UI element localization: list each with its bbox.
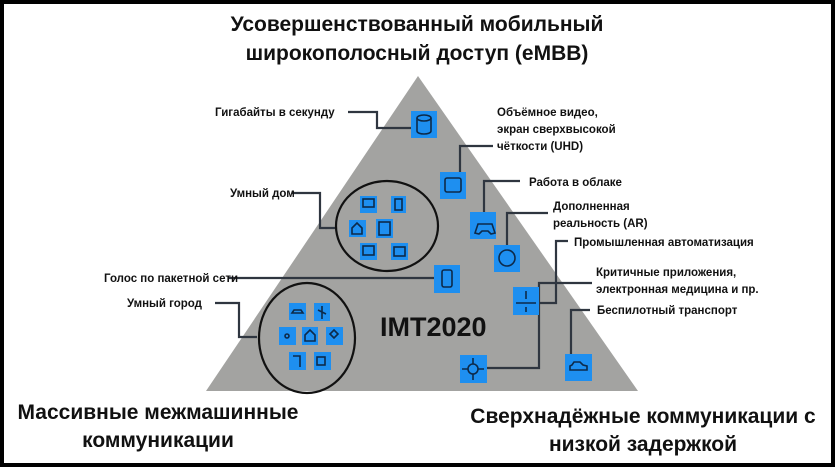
gamepad-icon xyxy=(470,212,497,239)
smart-city-icons xyxy=(279,303,343,370)
label-uhd-2: экран сверхвысокой xyxy=(497,124,616,136)
label-cloud: Работа в облаке xyxy=(529,177,622,189)
connector-lines xyxy=(215,110,592,370)
diagram-canvas: Гигабайты в секунду Объёмное видео, экра… xyxy=(4,4,831,463)
title-urllc-line2: низкой задержкой xyxy=(549,433,737,456)
desktop-icon xyxy=(360,196,377,213)
monitor-small-icon xyxy=(360,243,377,260)
label-critical-2: электронная медицина и пр. xyxy=(596,284,759,296)
car-icon xyxy=(565,354,592,381)
wind-turbine-icon xyxy=(314,303,330,321)
camera-safe-icon xyxy=(391,243,408,260)
video-camera-icon xyxy=(314,352,331,370)
center-title: IMT2020 xyxy=(380,312,487,342)
title-mmtc-line2: коммуникации xyxy=(82,429,234,452)
label-uhd-3: чёткости (UHD) xyxy=(497,141,583,153)
label-ar-2: реальность (AR) xyxy=(553,218,648,230)
compass-icon xyxy=(460,355,487,383)
label-voip: Голос по пакетной сети xyxy=(104,273,238,285)
compress-arrows-icon xyxy=(513,287,539,315)
monitor-icon xyxy=(440,172,466,199)
label-ar-1: Дополненная xyxy=(553,201,630,213)
title-embb-line1: Усовершенствованный мобильный xyxy=(231,13,604,36)
house-icon xyxy=(349,220,366,237)
label-industrial: Промышленная автоматизация xyxy=(574,237,754,249)
car-small-icon xyxy=(289,303,306,320)
house-small-icon xyxy=(302,327,318,345)
database-icon xyxy=(411,111,437,138)
smartphone-icon xyxy=(434,265,460,293)
label-smart-home: Умный дом xyxy=(230,188,295,200)
title-mmtc-line1: Массивные межмашинные xyxy=(18,401,299,424)
title-urllc-line1: Сверхнадёжные коммуникации с xyxy=(470,405,816,428)
street-light-icon xyxy=(289,352,306,370)
network-icon xyxy=(326,327,343,345)
door-icon xyxy=(391,196,406,213)
globe-icon xyxy=(494,245,520,272)
smart-home-group-circle xyxy=(334,179,440,273)
antenna-signal-icon xyxy=(279,327,296,345)
smart-city-group-circle xyxy=(257,281,357,395)
label-autonomous: Беспилотный транспорт xyxy=(597,305,738,317)
label-gigabytes: Гигабайты в секунду xyxy=(215,107,335,119)
label-uhd-1: Объёмное видео, xyxy=(497,107,598,119)
building-icon xyxy=(376,219,393,238)
smart-home-icons xyxy=(349,196,408,260)
label-smart-city: Умный город xyxy=(127,298,203,310)
imt2020-pyramid-diagram: Гигабайты в секунду Объёмное видео, экра… xyxy=(18,13,816,456)
title-embb-line2: широкополосный доступ (eMBB) xyxy=(246,42,589,65)
label-critical-1: Критичные приложения, xyxy=(596,267,736,279)
